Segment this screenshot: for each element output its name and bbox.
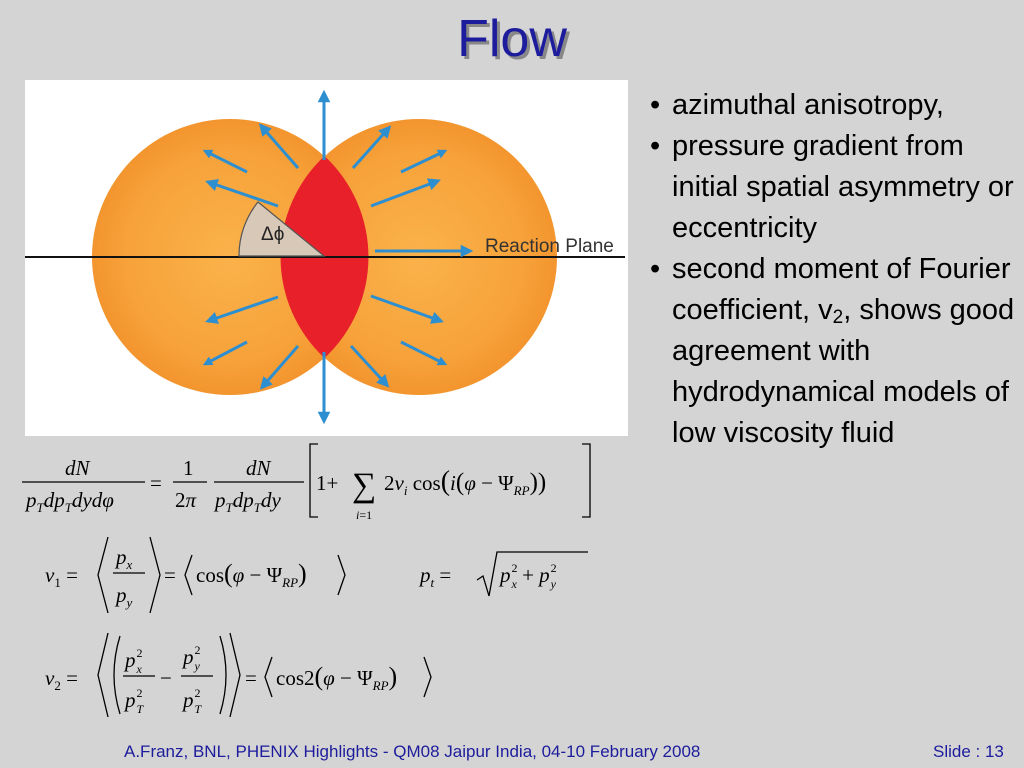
bullet-list: azimuthal anisotropy, pressure gradient … [648,85,1018,454]
bullet-item: second moment of Fourier coefficient, v2… [648,249,1018,454]
equation-v1: ν1 = px py = cos(φ − ΨRP) [45,536,346,614]
svg-text:−: − [160,666,172,690]
footer-citation: A.Franz, BNL, PHENIX Highlights - QM08 J… [124,742,701,761]
bullet-subscript: 2 [832,307,844,328]
flow-arrow-left-upper [205,179,279,208]
equations: dN pTdpTdydφ = 1 2π dN pTdpTdy 1+ ∑ i=1 … [22,443,591,718]
svg-text:2νi cos(i(φ − ΨRP)): 2νi cos(i(φ − ΨRP)) [384,466,546,498]
svg-text:=: = [150,471,162,495]
slide-number: Slide : 13 [933,742,1004,761]
svg-text:p2x + p2y: p2x + p2y [498,561,557,591]
reaction-plane-figure: Δϕ Reaction Plane [25,80,628,436]
svg-text:=: = [245,666,257,690]
svg-text:p2y: p2y [181,643,201,673]
slide-title: Flow [457,10,567,68]
bullet-text: azimuthal anisotropy, [672,89,944,121]
svg-text:cos2(φ − ΨRP): cos2(φ − ΨRP) [276,662,397,693]
flow-arrow-up-left [258,123,300,169]
flow-arrow-right-lower [370,294,444,324]
flow-arrow-far-right-upper [400,149,448,174]
svg-text:ν1 =: ν1 = [45,563,78,590]
equations-svg: dN pTdpTdydφ = 1 2π dN pTdpTdy 1+ ∑ i=1 … [22,443,591,718]
flow-arrow-far-left-upper [202,149,248,174]
svg-text:p2x: p2x [123,646,143,676]
svg-text:ν2 =: ν2 = [45,666,78,693]
bullet-text: second moment of Fourier coefficient, v [672,253,1011,326]
equation-invariant-yield: dN pTdpTdydφ = 1 2π dN pTdpTdy 1+ ∑ i=1 … [22,443,591,522]
delta-phi-wedge [238,201,326,257]
bullet-text: pressure gradient from initial spatial a… [672,130,1014,244]
flow-arrows [202,89,474,425]
flow-arrow-far-right-lower [400,340,448,366]
svg-text:=: = [164,563,176,587]
bullet-text: , shows good agreement with hydrodynamic… [672,294,1015,449]
svg-text:1+: 1+ [316,471,338,495]
svg-text:2π: 2π [175,488,197,512]
svg-text:dN: dN [65,456,91,480]
svg-text:∑: ∑ [352,467,376,504]
flow-arrow-far-left-lower [202,340,248,366]
reaction-plane-diagram: Δϕ Reaction Plane [25,89,625,425]
delta-phi-label: Δϕ [261,224,284,245]
svg-text:pTdpTdydφ: pTdpTdydφ [24,488,114,515]
flow-arrow-left-lower [205,295,279,324]
svg-text:pTdpTdy: pTdpTdy [213,488,281,515]
svg-text:cos(φ − ΨRP): cos(φ − ΨRP) [196,559,307,590]
svg-text:i=1: i=1 [356,508,372,522]
svg-text:dN: dN [246,456,272,480]
bullet-item: pressure gradient from initial spatial a… [648,126,1018,249]
svg-text:px: px [114,545,133,572]
flow-arrow-right-upper [370,178,441,208]
svg-text:py: py [114,583,133,610]
svg-text:1: 1 [183,456,194,480]
bullet-item: azimuthal anisotropy, [648,85,1018,126]
svg-text:p2T: p2T [181,686,203,716]
svg-text:pt =: pt = [418,563,451,590]
svg-text:p2T: p2T [123,686,145,716]
flow-arrow-down-right [349,344,390,388]
flow-arrow-down-left [259,345,300,390]
reaction-plane-label: Reaction Plane [485,236,614,257]
flow-arrow-up-right [351,125,392,170]
